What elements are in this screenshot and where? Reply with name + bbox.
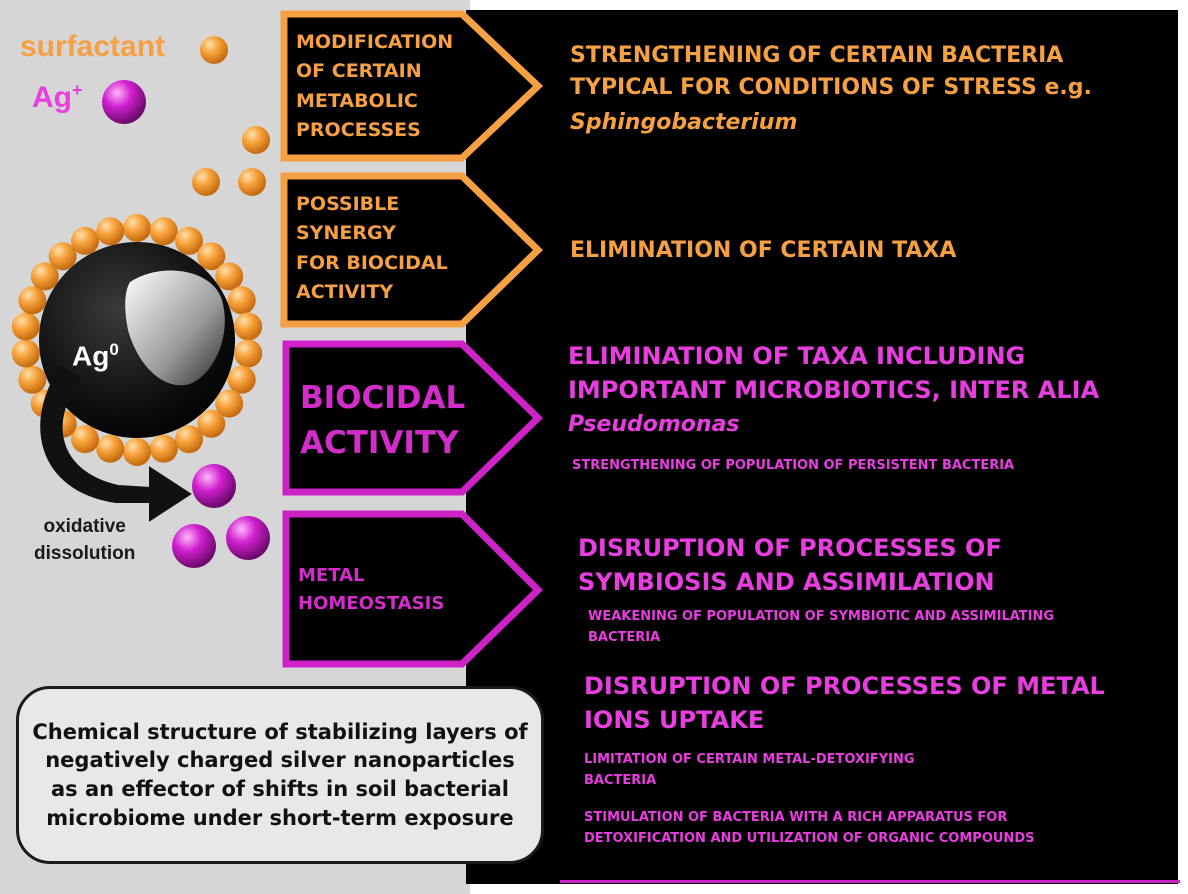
box-arrow-4 (282, 510, 543, 668)
effect-4-subtext: WEAKENING OF POPULATION OF SYMBIOTIC AND… (588, 609, 1055, 645)
surfactant-shell-particle (175, 425, 203, 454)
effect-3-taxon: Pseudomonas (568, 412, 740, 437)
surfactant-shell-particle (149, 434, 178, 463)
surfactant-shell-particle (234, 339, 263, 368)
surfactant-shell-particle (11, 339, 40, 368)
effect-5-subtext-1: LIMITATION OF CERTAIN METAL-DETOXIFYING … (584, 752, 915, 788)
surfactant-particle (242, 126, 270, 154)
box-arrow-1 (280, 10, 544, 162)
surfactant-shell-particle (11, 312, 40, 341)
oxidative-dissolution-arrow (40, 364, 192, 522)
surfactant-shell-particle (175, 226, 203, 255)
core-label-superscript: 0 (109, 340, 119, 359)
box-arrow-3 (282, 340, 544, 496)
effect-3-text: ELIMINATION OF TAXA INCLUDING IMPORTANT … (568, 342, 1100, 404)
surfactant-particle (192, 168, 220, 196)
effect-5-subtext-2: STIMULATION OF BACTERIA WITH A RICH APPA… (584, 810, 1035, 846)
surfactant-shell-particle (96, 217, 125, 246)
ag-ion-legend-icon (102, 80, 146, 124)
surfactant-label: surfactant (20, 30, 166, 63)
ag-ion (226, 516, 270, 560)
surfactant-shell-particle (18, 286, 47, 315)
surfactant-shell-particle (71, 425, 99, 454)
effect-1-text: STRENGTHENING OF CERTAIN BACTERIA TYPICA… (570, 43, 1092, 100)
surfactant-shell-particle (30, 262, 59, 291)
ag-ion (172, 524, 216, 568)
surfactant-shell-particle (227, 365, 256, 394)
surfactant-shell-particle (234, 312, 263, 341)
surfactant-shell-particle (48, 242, 77, 271)
surfactant-shell-particle (96, 434, 125, 463)
effect-4-text: DISRUPTION OF PROCESSES OF SYMBIOSIS AND… (578, 534, 1002, 596)
surfactant-shell-particle (123, 438, 151, 466)
surfactant-shell-particle (149, 217, 178, 246)
effect-5-text: DISRUPTION OF PROCESSES OF METAL IONS UP… (584, 672, 1105, 734)
surfactant-shell-particle (197, 242, 226, 271)
ag-ion-label: Ag+ (32, 80, 83, 115)
box-label-2: POSSIBLE SYNERGY FOR BIOCIDAL ACTIVITY (296, 193, 448, 304)
ag-ion (192, 464, 236, 508)
right-panel (466, 10, 1178, 884)
surfactant-shell-particle (197, 409, 226, 438)
summary-text: Chemical structure of stabilizing layers… (32, 719, 528, 830)
box-label-4: METAL HOMEOSTASIS (298, 565, 445, 614)
core-label: Ag0 (72, 340, 119, 372)
ag-ion-label-text: Ag (32, 81, 72, 114)
surfactant-shell-particle (71, 226, 99, 255)
surfactant-shell (11, 214, 263, 466)
surfactant-shell-particle (227, 286, 256, 315)
surfactant-shell-particle (123, 214, 151, 242)
oxidative-dissolution-caption: oxidative dissolution (34, 516, 136, 564)
effect-2-text: ELIMINATION OF CERTAIN TAXA (570, 238, 957, 263)
bottom-accent-line (560, 880, 1180, 883)
effect-3-subtext: STRENGTHENING OF POPULATION OF PERSISTEN… (572, 458, 1015, 473)
surfactant-shell-particle (215, 389, 244, 418)
summary-box: Chemical structure of stabilizing layers… (16, 686, 544, 864)
surfactant-shell-particle (18, 365, 47, 394)
surfactant-particle (238, 168, 266, 196)
box-arrow-2 (280, 172, 544, 328)
box-label-3: BIOCIDAL ACTIVITY (300, 380, 466, 461)
ag-ion-charge: + (72, 80, 83, 100)
surfactant-shell-particle (215, 262, 244, 291)
surfactant-legend-icon (200, 36, 228, 64)
core-label-text: Ag (72, 340, 110, 372)
box-label-1: MODIFICATION OF CERTAIN METABOLIC PROCES… (296, 31, 454, 142)
effect-1-taxon: Sphingobacterium (570, 110, 798, 135)
nanoparticle-shine (125, 270, 225, 386)
